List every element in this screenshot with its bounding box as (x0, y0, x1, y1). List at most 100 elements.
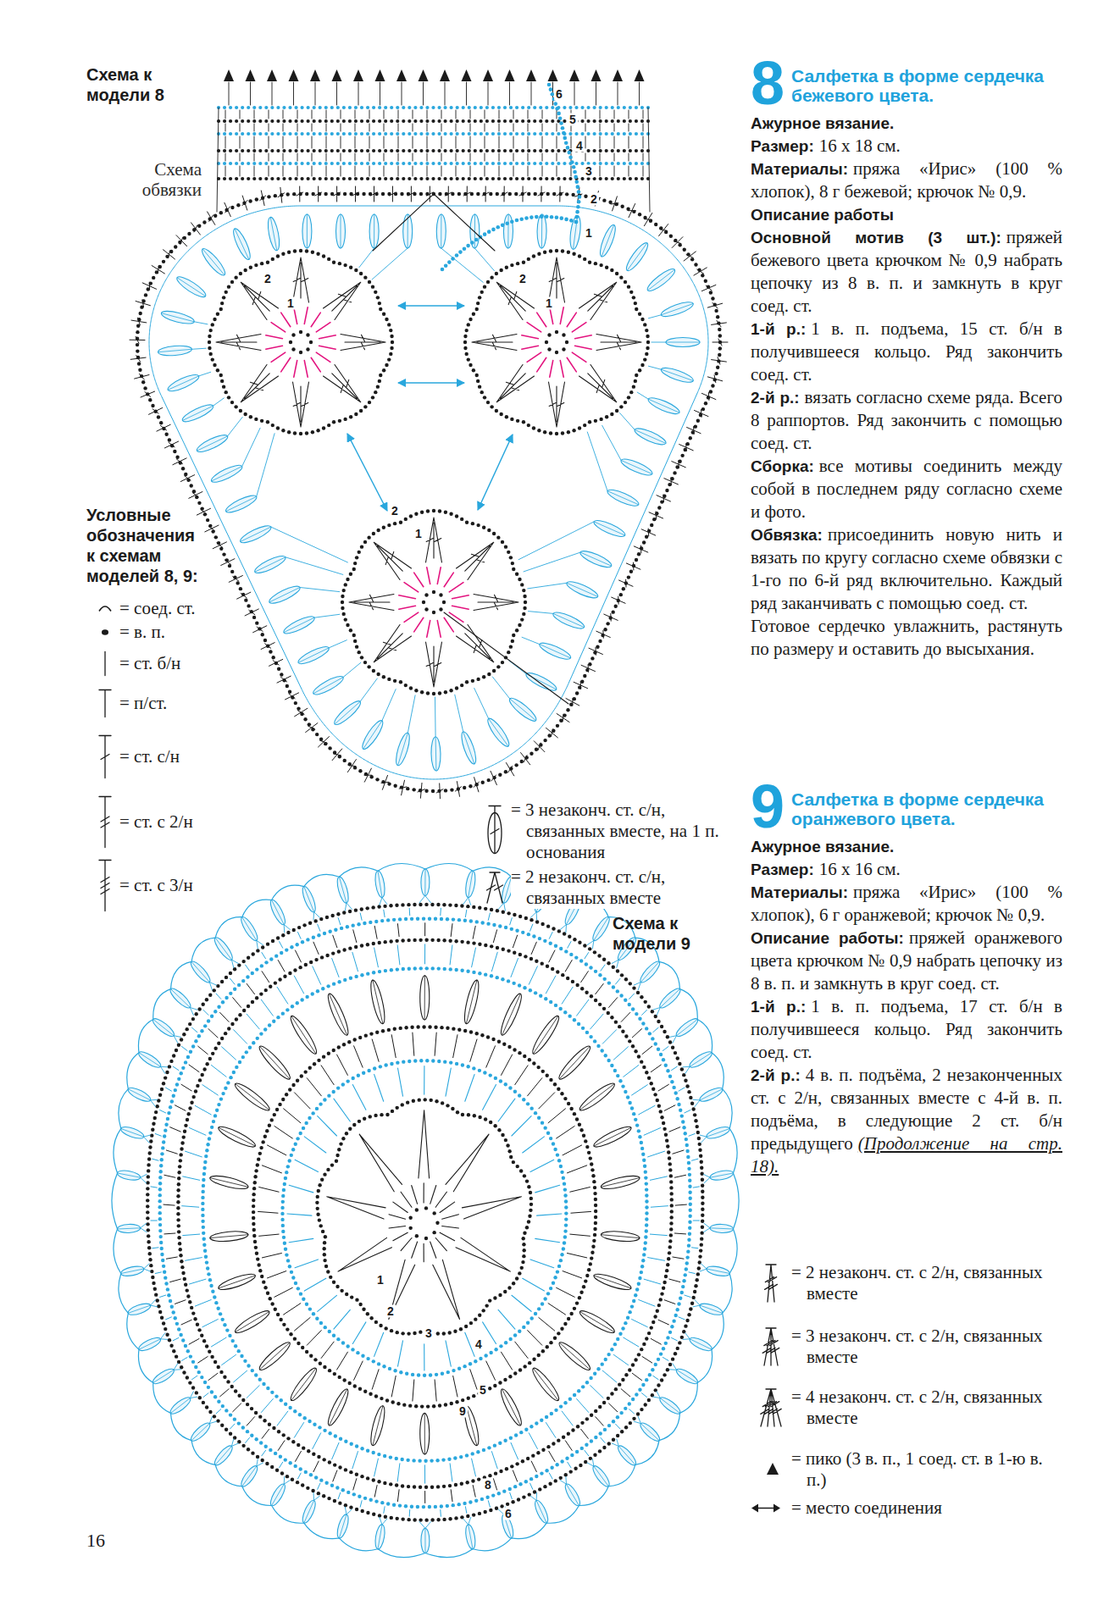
chain-stitch (503, 132, 507, 136)
chain-stitch (288, 1406, 292, 1410)
chain-stitch (318, 119, 322, 123)
chain-stitch (252, 1228, 256, 1232)
chain-stitch (283, 1247, 288, 1252)
chain-stitch (419, 966, 423, 971)
chain-stitch (226, 1081, 230, 1085)
chain-stitch (622, 161, 627, 166)
chain-stitch (338, 1375, 342, 1380)
chain-stitch (385, 1398, 389, 1403)
chain-stitch (404, 683, 408, 688)
chain-stitch (510, 561, 515, 566)
chain-stitch (219, 307, 223, 311)
chain-stitch (205, 1142, 210, 1147)
chain-stitch (395, 967, 400, 971)
chain-stitch (383, 149, 388, 153)
chain-stitch (454, 1062, 459, 1066)
chain-stitch (295, 1136, 300, 1141)
chain-stitch (479, 132, 483, 136)
chain-stitch (293, 249, 297, 253)
chain-stitch (526, 149, 531, 153)
chain-stitch (517, 623, 522, 627)
chain-stitch (363, 404, 367, 409)
chain-stitch (215, 1108, 219, 1113)
picot (569, 69, 580, 82)
chain-stitch (426, 1404, 430, 1409)
chain-stitch (610, 119, 615, 123)
chain-stitch (393, 521, 397, 526)
chain-stitch (577, 426, 582, 430)
chain-stitch (349, 976, 353, 981)
chain-stitch (592, 1239, 596, 1243)
chain-stitch (438, 1403, 442, 1408)
chain-stitch (379, 1113, 383, 1117)
chain-stitch (202, 1172, 206, 1176)
chain-stitch (432, 1211, 436, 1215)
chain-stitch (482, 395, 487, 400)
chain-stitch (627, 1310, 632, 1315)
chain-stitch (604, 161, 609, 166)
chain-stitch (424, 1206, 428, 1210)
chain-stitch (515, 261, 520, 266)
chain-stitch (343, 263, 347, 267)
chain-stitch (459, 1327, 463, 1331)
chain-stitch (513, 1371, 517, 1376)
chain-stitch (289, 1270, 294, 1275)
chain-stitch (575, 210, 580, 215)
chain-stitch (485, 132, 489, 136)
chain-stitch (504, 1082, 508, 1087)
chain-stitch (538, 119, 543, 123)
chain-stitch (407, 161, 411, 166)
chain-stitch (310, 430, 315, 434)
chain-stitch (228, 177, 233, 181)
chain-stitch (588, 1376, 593, 1381)
chain-stitch (393, 1027, 397, 1032)
picot (482, 69, 494, 82)
chain-stitch (234, 132, 239, 136)
chain-stitch (336, 1337, 340, 1342)
chain-stitch (395, 1330, 400, 1335)
chain-stitch (330, 149, 334, 153)
chain-stitch (243, 412, 247, 416)
chain-stitch (532, 177, 537, 181)
chain-stitch (604, 177, 609, 181)
chain-stitch (548, 249, 553, 253)
chain-stitch (571, 165, 577, 170)
chain-stitch (532, 1061, 536, 1065)
chain-stitch (640, 149, 644, 153)
chain-stitch (419, 1059, 423, 1063)
chain-stitch (364, 1033, 368, 1037)
chain-stitch (484, 1303, 488, 1308)
chain-stitch (672, 471, 677, 475)
chain-stitch (216, 1103, 221, 1107)
chart-model-8 (129, 69, 728, 799)
chain-stitch (637, 1282, 641, 1287)
chain-stitch (239, 1354, 244, 1359)
chain-stitch (517, 577, 522, 582)
chain-stitch (224, 390, 228, 394)
chain-stitch (522, 606, 527, 610)
chain-stitch (241, 1055, 245, 1060)
chain-stitch (701, 407, 705, 411)
chain-stitch (305, 332, 310, 337)
chain-stitch (237, 1349, 241, 1353)
chain-stitch (205, 1266, 210, 1270)
chain-stitch (358, 1302, 362, 1307)
chain-stitch (322, 1097, 327, 1102)
chain-stitch (443, 161, 447, 166)
chain-stitch (356, 1074, 361, 1078)
chain-stitch (492, 532, 496, 536)
chain-stitch (282, 1323, 286, 1327)
chain-stitch (616, 161, 621, 166)
chain-stitch (465, 970, 470, 974)
chain-stitch (637, 212, 642, 217)
chain-stitch (435, 1221, 439, 1226)
chain-stitch (189, 483, 194, 488)
chain-stitch (271, 257, 275, 261)
chain-stitch (349, 415, 353, 419)
chain-stitch (343, 192, 347, 196)
chain-stitch (246, 604, 250, 608)
chain-stitch (293, 105, 298, 110)
chain-stitch (626, 1315, 630, 1320)
chain-stitch (279, 1398, 283, 1403)
chain-stitch (503, 1439, 507, 1443)
